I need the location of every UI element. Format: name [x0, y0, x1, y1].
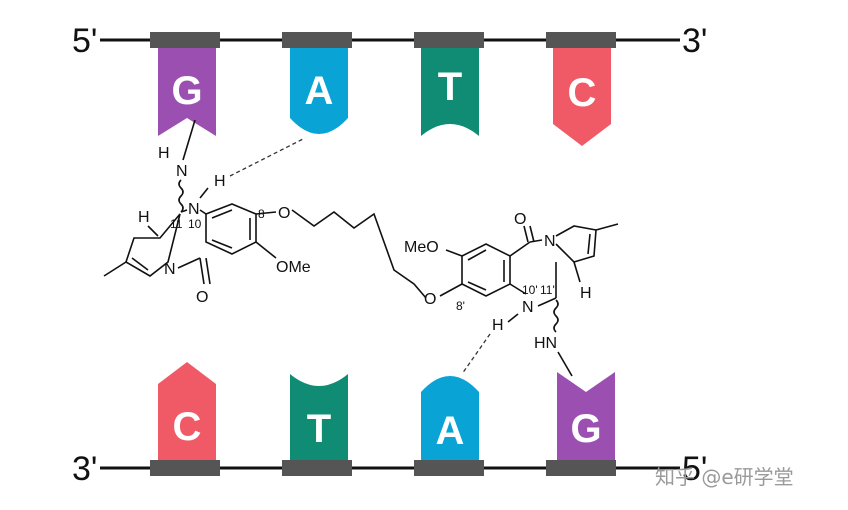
atom-meo-right: MeO: [404, 239, 439, 256]
bond-h11p: [573, 261, 581, 283]
pbd-molecule-right: O 8' MeO O N H 10' 11' N HN H: [404, 211, 619, 377]
bottom-connector-2: [282, 460, 352, 476]
bond-h-n10: [199, 187, 209, 199]
bottom-base-g-letter: G: [570, 407, 601, 451]
atom-o-carbonyl-left: O: [196, 289, 208, 306]
label-num-11: 11: [170, 217, 183, 231]
bottom-strand-right-label: 5': [682, 450, 707, 488]
bond-n10-ring: [199, 209, 207, 215]
ring-pyrrolo-right: [555, 225, 597, 263]
atom-h-top2: H: [214, 173, 226, 190]
top-base-g-shape: [158, 48, 216, 136]
top-base-g-letter: G: [171, 69, 202, 113]
top-base-t-shape: [421, 48, 479, 136]
benzene-left: [205, 203, 257, 255]
atom-o-ether-right: O: [424, 291, 436, 308]
top-connector-2: [282, 32, 352, 48]
benzene-right: [461, 243, 511, 297]
top-strand-right-label: 3': [682, 22, 707, 60]
double-bond-left: [131, 257, 149, 271]
bond-ring-o-left: [255, 211, 277, 215]
bond-n-to-g-bottom: [557, 351, 573, 377]
atom-n-top: N: [176, 163, 188, 180]
hbond-bottom-a: [461, 333, 491, 375]
wavy-bond-c11p: [553, 299, 559, 333]
bond-ring-carbonyl-right: [509, 241, 531, 257]
label-num-10: 10: [188, 217, 202, 231]
atom-n-ring-left: N: [164, 261, 176, 278]
atom-n10p: N: [522, 299, 534, 316]
bond-carbonyl-right: [523, 225, 529, 243]
top-strand-left-label: 5': [72, 22, 97, 60]
atom-h11: H: [138, 209, 150, 226]
top-connector-3: [414, 32, 484, 48]
bond-ring-n10p: [509, 283, 527, 295]
bond-o-ring-right: [439, 283, 463, 297]
bond-carbonyl-n-right: [529, 239, 543, 243]
atom-n10: N: [188, 201, 200, 218]
bond-g-to-n: [182, 119, 196, 161]
bond-methyl-right: [595, 223, 619, 231]
bond-n-carbonyl-left: [177, 257, 201, 269]
top-connector-4: [546, 32, 616, 48]
atom-n-ring-right: N: [544, 233, 556, 250]
bond-carbonyl-left: [199, 257, 205, 285]
label-num-10p: 10': [522, 283, 538, 297]
bottom-connector-4: [546, 460, 616, 476]
label-num-8p: 8': [456, 299, 465, 313]
bond-h11: [147, 225, 159, 237]
bond-n10p-c11p: [537, 297, 557, 307]
bottom-base-c-shape: [158, 362, 216, 460]
alkyl-linker: [291, 209, 427, 299]
bond-carbonyl-right-2: [529, 225, 535, 243]
top-base-c-shape: [553, 48, 611, 146]
top-base-a-shape: [290, 48, 348, 134]
bond-methyl-left: [103, 261, 127, 277]
bottom-base-a-letter: A: [436, 409, 465, 453]
bond-meo-ring: [445, 249, 463, 257]
bond-ring-ome-left: [255, 241, 277, 259]
double-bond-right: [587, 233, 591, 255]
top-connector-1: [150, 32, 220, 48]
atom-h11p: H: [580, 285, 592, 302]
bottom-connector-1: [150, 460, 220, 476]
label-num-11p: 11': [540, 283, 555, 297]
atom-ome-left: OMe: [276, 259, 311, 276]
atom-h-top: H: [158, 145, 170, 162]
bond-c11-n10: [180, 209, 188, 213]
bottom-base-c-letter: C: [173, 405, 202, 449]
top-base-t-letter: T: [438, 65, 462, 109]
benzene-left-db1: [211, 209, 233, 219]
bond-carbonyl-left-2: [205, 257, 211, 285]
atom-o-carbonyl-right: O: [514, 211, 526, 228]
top-base-c-letter: C: [568, 71, 597, 115]
bottom-base-a-shape: [421, 376, 479, 460]
atom-h-bottom: H: [492, 317, 504, 334]
watermark: 知乎 @e研学堂: [655, 465, 794, 489]
bottom-strand-left-label: 3': [72, 450, 97, 488]
bottom-base-t-letter: T: [307, 407, 331, 451]
pbd-molecule: H N H N H 11 10 N O 8 O OMe: [103, 119, 427, 306]
atom-hn-bottom: HN: [534, 335, 557, 352]
benzene-right-db3: [467, 281, 487, 291]
wavy-bond-c11: [178, 179, 184, 213]
benzene-left-db3: [211, 239, 233, 249]
bottom-connector-3: [414, 460, 484, 476]
bond-h-n10p: [507, 313, 519, 323]
bottom-base-t-shape: [290, 374, 348, 460]
bottom-base-g-shape: [557, 372, 615, 460]
benzene-right-db1: [467, 249, 487, 261]
top-base-a-letter: A: [305, 69, 334, 113]
hbond-top-a: [229, 137, 306, 177]
atom-o-ether-left: O: [278, 205, 290, 222]
